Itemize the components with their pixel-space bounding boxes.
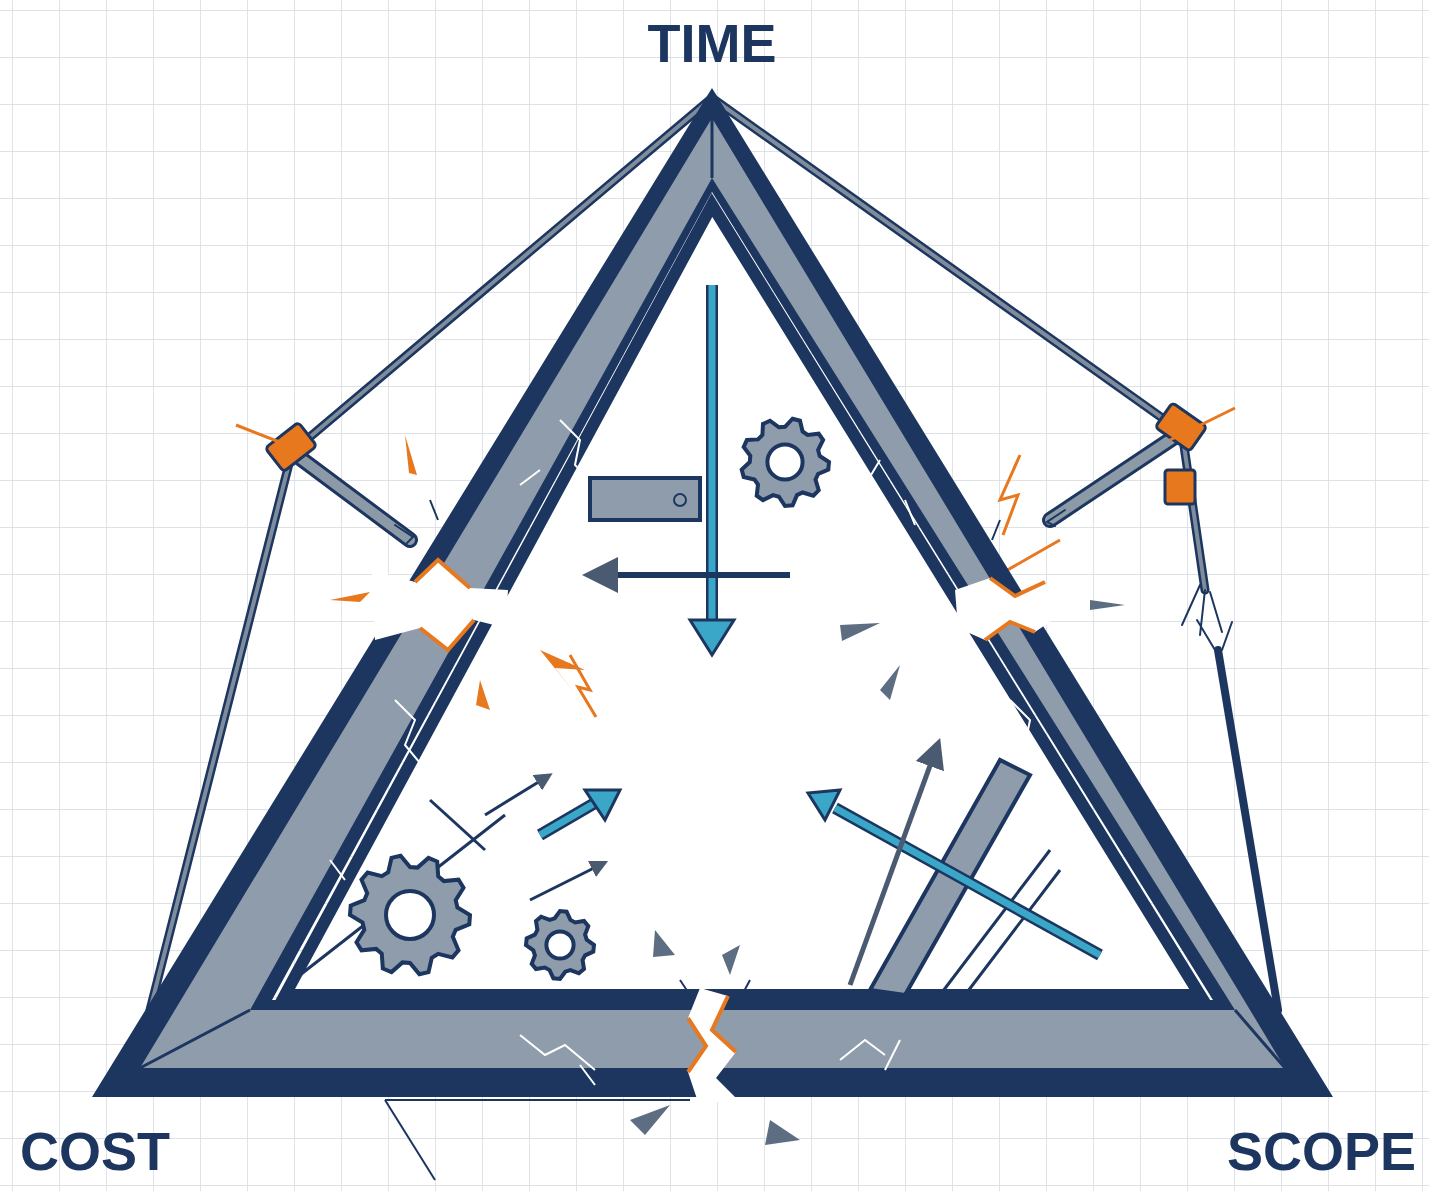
gear-group xyxy=(350,419,829,979)
gear-icon xyxy=(350,856,470,975)
triangle-frame xyxy=(92,88,1333,1097)
cracks xyxy=(330,420,1060,1085)
gear-hub xyxy=(767,444,802,479)
vertex-label: COST xyxy=(20,1124,170,1178)
gear-hub xyxy=(386,891,434,939)
vertex-label: SCOPE xyxy=(1227,1124,1416,1178)
gear-icon xyxy=(742,419,829,506)
fractures xyxy=(372,560,1060,1102)
force-arrows xyxy=(300,285,1100,985)
sparks xyxy=(330,435,1125,1145)
vertex-label: TIME xyxy=(648,16,777,70)
gear-icon xyxy=(526,911,594,979)
gear-hub xyxy=(546,931,573,958)
